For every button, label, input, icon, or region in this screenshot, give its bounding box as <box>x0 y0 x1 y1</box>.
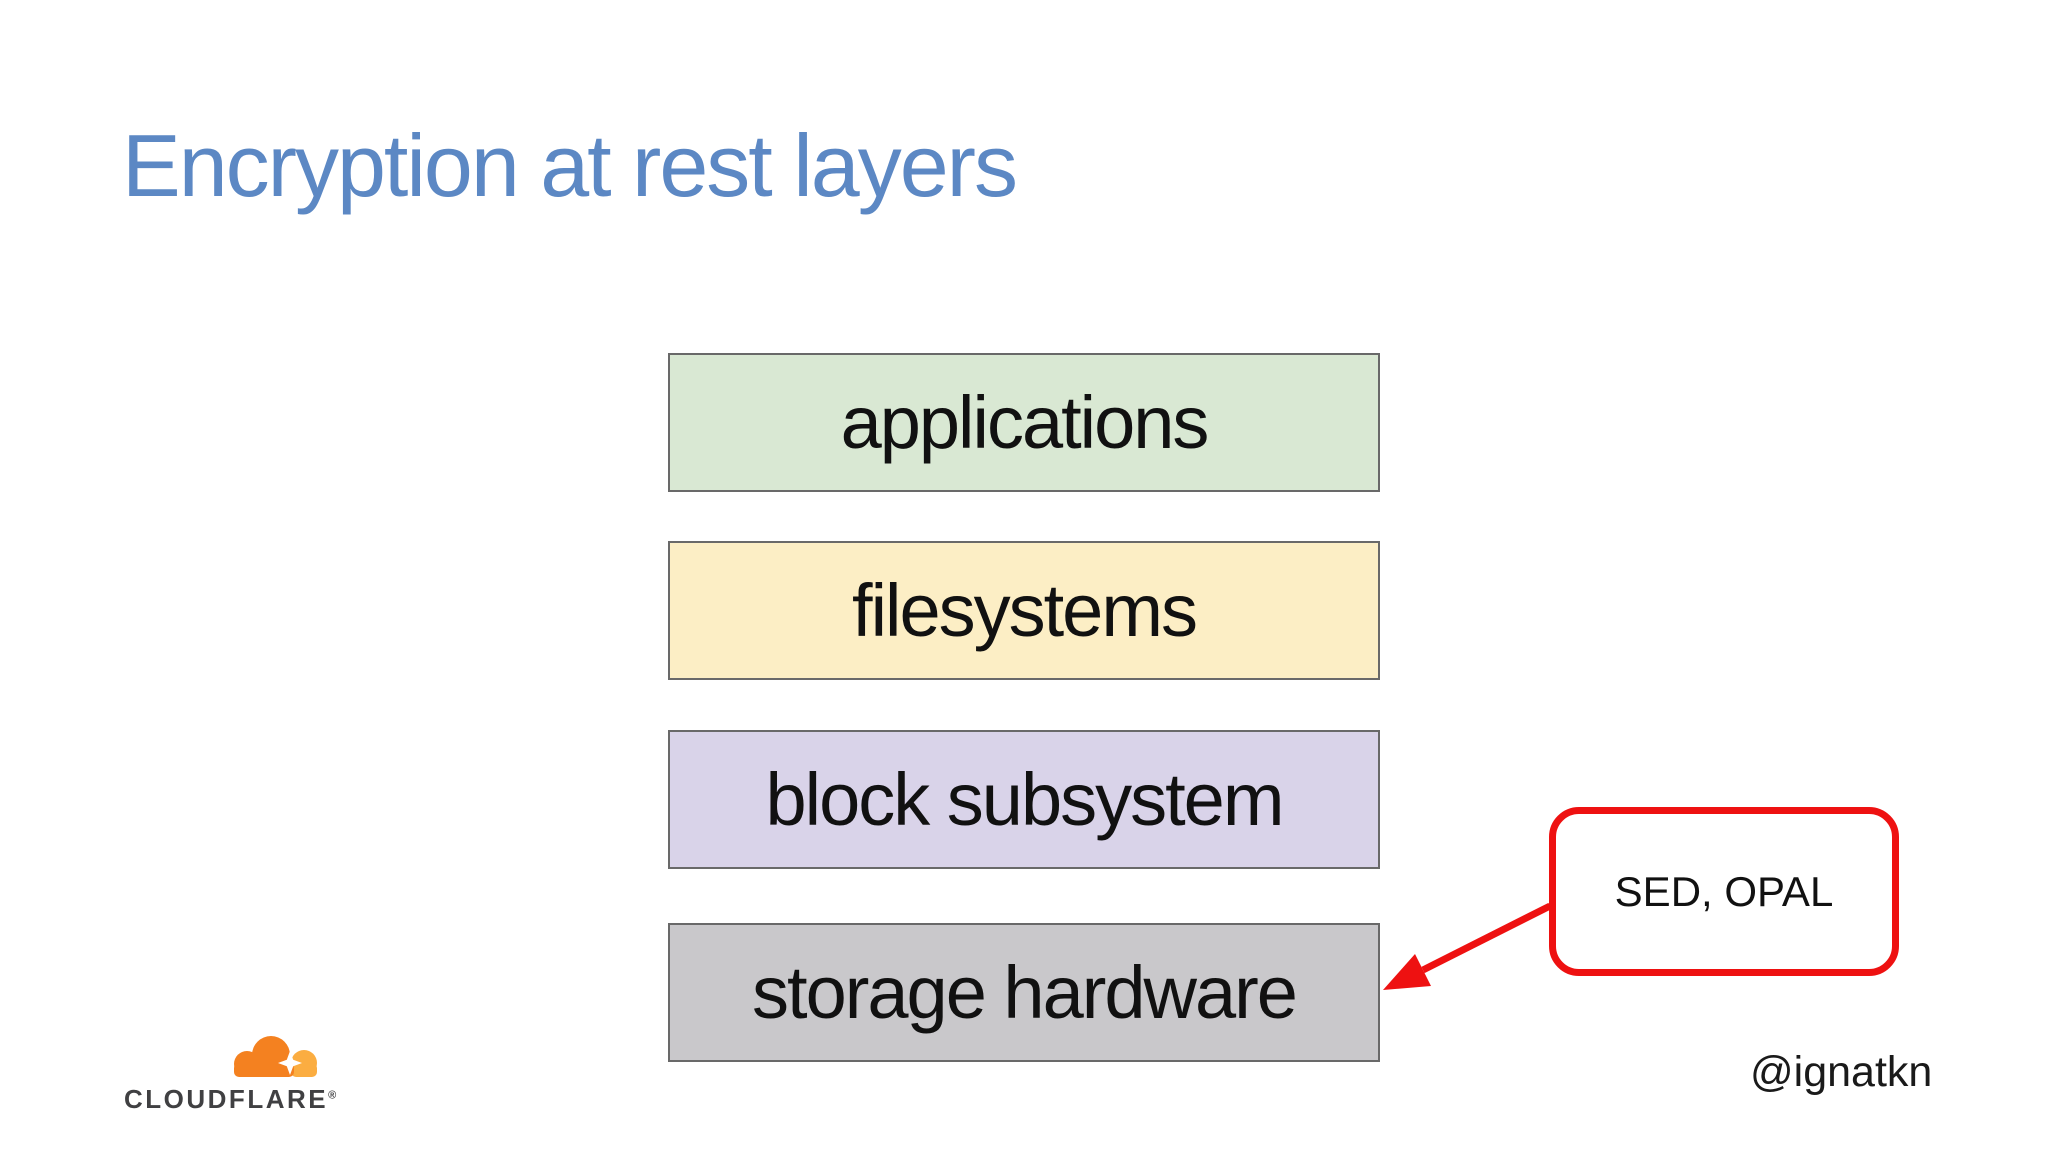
layer-label-filesystems: filesystems <box>852 569 1198 652</box>
layer-box-block-subsystem: block subsystem <box>668 730 1380 869</box>
cloudflare-logo: CLOUDFLARE® <box>124 1028 344 1114</box>
cloudflare-wordmark: CLOUDFLARE® <box>124 1084 336 1115</box>
layer-label-applications: applications <box>840 381 1210 464</box>
layer-box-filesystems: filesystems <box>668 541 1380 680</box>
layer-label-storage-hardware: storage hardware <box>752 951 1298 1034</box>
layer-label-block-subsystem: block subsystem <box>765 758 1285 841</box>
author-handle: @ignatkn <box>1750 1048 1933 1096</box>
registered-mark: ® <box>328 1089 337 1102</box>
layer-box-applications: applications <box>668 353 1380 492</box>
sed-opal-callout: SED, OPAL <box>1549 807 1899 976</box>
sed-opal-callout-label: SED, OPAL <box>1614 867 1834 915</box>
slide-title: Encryption at rest layers <box>122 116 1018 215</box>
layer-box-storage-hardware: storage hardware <box>668 923 1380 1062</box>
cloudflare-cloud-icon <box>234 1036 317 1077</box>
cloudflare-wordmark-text: CLOUDFLARE <box>124 1084 329 1114</box>
